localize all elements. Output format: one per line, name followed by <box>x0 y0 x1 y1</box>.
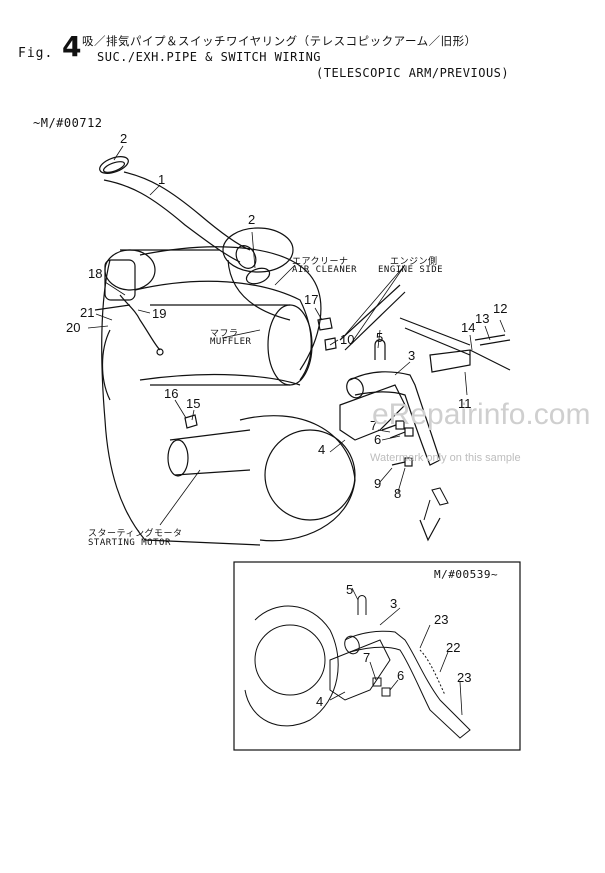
callout-11: 11 <box>458 396 472 411</box>
inset-callout-6: 6 <box>397 668 405 683</box>
starting-motor-label-en: STARTING MOTOR <box>88 538 171 548</box>
callout-20: 20 <box>66 320 81 335</box>
callout-5: 5 <box>376 330 384 345</box>
engine-side-label-jp: エンジン側 <box>390 257 438 267</box>
callout-4: 4 <box>318 442 326 457</box>
fig-prefix: Fig. <box>18 46 54 61</box>
inset-callout-4: 4 <box>316 694 324 709</box>
air-cleaner-label-jp: エアクリーナ <box>292 257 349 267</box>
title-english-line2: (TELESCOPIC ARM/PREVIOUS) <box>316 66 510 80</box>
callout-13: 13 <box>475 311 490 326</box>
callout-14: 14 <box>461 320 476 335</box>
title-english-line1: SUC./EXH.PIPE & SWITCH WIRING <box>97 50 322 64</box>
inset-serial-range: M/#00539~ <box>434 568 499 581</box>
inset-callout-7: 7 <box>363 650 371 665</box>
inset-callout-5: 5 <box>346 582 354 597</box>
watermark-sub: Watermark only on this sample <box>370 452 521 464</box>
inset-callout-23-bottom: 23 <box>457 670 472 685</box>
starting-motor-label-jp: スターティングモータ <box>88 529 183 539</box>
callout-2-top: 2 <box>120 131 128 146</box>
engine-side-label-en: ENGINE SIDE <box>378 265 444 275</box>
callout-21: 21 <box>80 305 95 320</box>
callout-9: 9 <box>374 476 382 491</box>
callout-17: 17 <box>304 292 319 307</box>
watermark-main: eRepairinfo.com <box>372 398 591 431</box>
muffler-label-en: MUFFLER <box>210 337 252 347</box>
serial-range-main: ~M/#00712 <box>33 116 103 130</box>
callout-10: 10 <box>340 332 355 347</box>
callout-12: 12 <box>493 301 508 316</box>
inset-callout-3: 3 <box>390 596 398 611</box>
title-japanese: 吸／排気パイプ＆スイッチワイヤリング（テレスコピックアーム／旧形） <box>82 34 477 48</box>
callout-2-middle: 2 <box>248 212 256 227</box>
callout-19: 19 <box>152 306 167 321</box>
inset-callout-22: 22 <box>446 640 461 655</box>
callout-16: 16 <box>164 386 179 401</box>
fig-number: 4 <box>62 30 82 63</box>
callout-6: 6 <box>374 432 382 447</box>
muffler-label-jp: マフラ <box>210 329 239 339</box>
inset-callout-23-top: 23 <box>434 612 449 627</box>
callout-15: 15 <box>186 396 201 411</box>
callout-7: 7 <box>370 418 378 433</box>
callout-1: 1 <box>158 172 166 187</box>
air-cleaner-label-en: AIR CLEANER <box>292 265 358 275</box>
callout-18: 18 <box>88 266 103 281</box>
callout-3: 3 <box>408 348 416 363</box>
callout-8: 8 <box>394 486 402 501</box>
